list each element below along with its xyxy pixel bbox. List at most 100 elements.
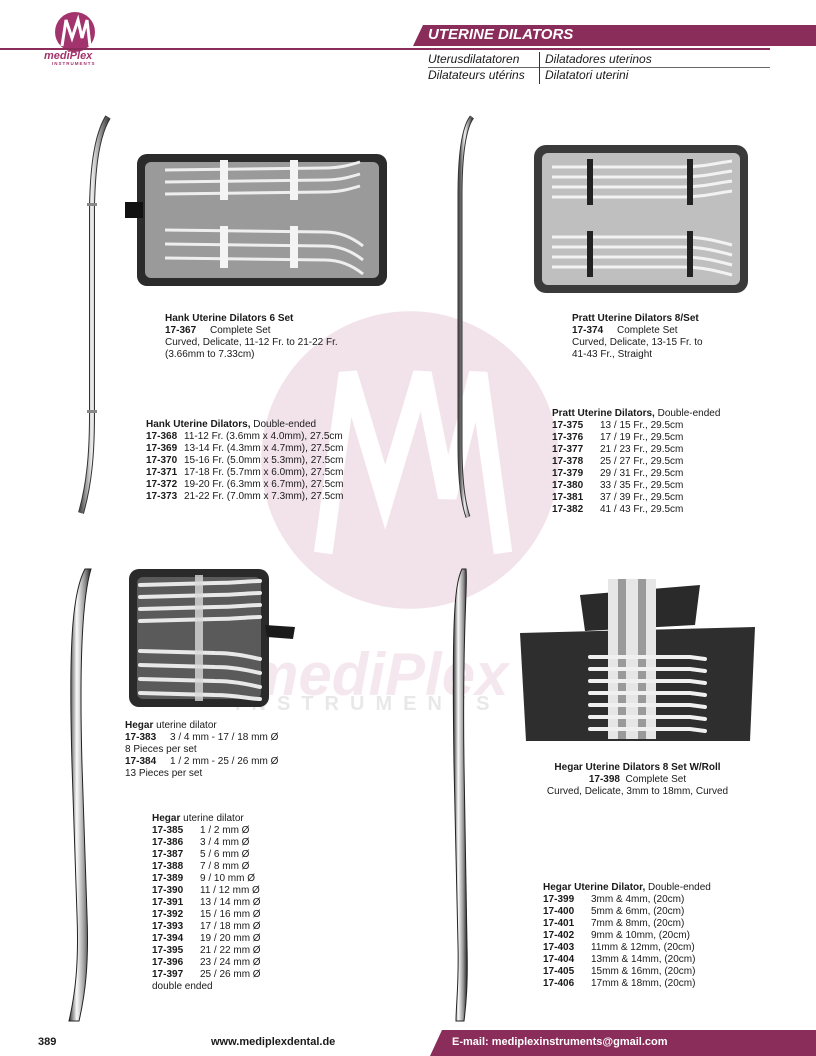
item-code: 17-396 (152, 957, 184, 968)
hegar-double-title-rest: Double-ended (645, 882, 711, 893)
item-code: 17-395 (152, 945, 184, 956)
item-code: 17-402 (543, 930, 575, 941)
item-desc: 13 / 14 mm Ø (200, 897, 261, 908)
item-code: 17-385 (152, 825, 184, 836)
item-code: 17-380 (552, 480, 584, 491)
hegar-roll-block: Hegar Uterine Dilators 8 Set W/Roll 17-3… (535, 762, 740, 798)
item-desc: 7mm & 8mm, (20cm) (591, 918, 685, 929)
item-desc: 9 / 10 mm Ø (200, 873, 256, 884)
translation-fr: Dilatateurs utérins (428, 68, 525, 82)
footer-band (430, 1030, 816, 1056)
list-item: 17-381 37 / 39 Fr., 29.5cm (552, 492, 720, 504)
pratt-set-title: Pratt Uterine Dilators 8/Set (572, 313, 699, 324)
item-desc: 37 / 39 Fr., 29.5cm (600, 492, 684, 503)
item-code: 17-382 (552, 504, 584, 515)
pratt-set-line2: 41-43 Fr., Straight (572, 349, 653, 360)
hank-set-line2: (3.66mm to 7.33cm) (165, 349, 255, 360)
list-item: 17-391 13 / 14 mm Ø (152, 897, 261, 909)
item-code: 17-389 (152, 873, 184, 884)
logo-sub: INSTRUMENTS (52, 61, 96, 66)
hegar-double-title: Hegar Uterine Dilator, (543, 882, 646, 893)
hegar-single-title-rest: uterine dilator (180, 813, 244, 824)
item-code: 17-399 (543, 894, 575, 905)
item-desc: 11mm & 12mm, (20cm) (591, 942, 695, 953)
translation-separator (539, 52, 540, 84)
pratt-set-line1: Curved, Delicate, 13-15 Fr. to (572, 337, 703, 348)
item-desc: 5 / 6 mm Ø (200, 849, 250, 860)
list-item: 17-372 19-20 Fr. (6.3mm x 6.7mm), 27.5cm (146, 479, 344, 491)
hegar-set-note2: 13 Pieces per set (125, 768, 203, 779)
hegar-double-dilator-image (452, 568, 468, 1022)
item-desc: 41 / 43 Fr., 29.5cm (600, 504, 684, 515)
list-item: 17-382 41 / 43 Fr., 29.5cm (552, 504, 720, 516)
hank-set-pouch-image (125, 154, 387, 286)
item-code: 17-390 (152, 885, 184, 896)
pratt-dilator-image (457, 115, 475, 518)
item-code: 17-372 (146, 479, 178, 490)
hegar-roll-code-label: Complete Set (625, 774, 687, 785)
pratt-set-pouch-image (534, 145, 748, 293)
hegar-set-code2: 17-384 (125, 756, 157, 767)
item-code: 17-371 (146, 467, 178, 478)
item-code: 17-391 (152, 897, 184, 908)
footer-website-link[interactable]: www.mediplexdental.de (211, 1036, 336, 1048)
item-code: 17-381 (552, 492, 584, 503)
item-code: 17-401 (543, 918, 575, 929)
list-item: 17-401 7mm & 8mm, (20cm) (543, 918, 711, 930)
watermark-sub: INSTRUMENTS (235, 693, 501, 715)
item-desc: 21 / 23 Fr., 29.5cm (600, 444, 684, 455)
item-code: 17-393 (152, 921, 184, 932)
list-item: 17-395 21 / 22 mm Ø (152, 945, 261, 957)
translation-de: Uterusdilatatoren (428, 52, 520, 66)
translation-rule (428, 67, 770, 68)
pratt-single-title: Pratt Uterine Dilators, (552, 408, 655, 419)
item-desc: 21 / 22 mm Ø (200, 945, 261, 956)
hank-set-code-row: 17-367 Complete Set (165, 325, 338, 337)
item-desc: 21-22 Fr. (7.0mm x 7.3mm), 27.5cm (184, 491, 344, 502)
item-desc: 3 / 4 mm Ø (200, 837, 250, 848)
item-desc: 25 / 27 Fr., 29.5cm (600, 456, 684, 467)
item-desc: 3mm & 4mm, (20cm) (591, 894, 685, 905)
hegar-set-title: Hegar (125, 720, 154, 731)
hank-set-code-label: Complete Set (210, 325, 271, 336)
item-code: 17-379 (552, 468, 584, 479)
hegar-dilator-image (68, 568, 92, 1022)
hank-set-title: Hank Uterine Dilators 6 Set (165, 313, 294, 324)
pratt-set-block: Pratt Uterine Dilators 8/Set 17-374 Comp… (572, 313, 703, 361)
item-desc: 15-16 Fr. (5.0mm x 5.3mm), 27.5cm (184, 455, 344, 466)
pratt-set-code-row: 17-374 Complete Set (572, 325, 703, 337)
item-code: 17-397 (152, 969, 184, 980)
item-desc: 23 / 24 mm Ø (200, 957, 261, 968)
footer-email-link[interactable]: E-mail: mediplexinstruments@gmail.com (452, 1036, 668, 1048)
item-code: 17-378 (552, 456, 584, 467)
item-desc: 13mm & 14mm, (20cm) (591, 954, 696, 965)
hank-single-block: Hank Uterine Dilators, Double-ended 17-3… (146, 419, 344, 503)
hegar-roll-title: Hegar Uterine Dilators 8 Set W/Roll (554, 762, 721, 773)
item-code: 17-375 (552, 420, 584, 431)
item-code: 17-386 (152, 837, 184, 848)
item-desc: 29 / 31 Fr., 29.5cm (600, 468, 684, 479)
hegar-set-title-rest: uterine dilator (153, 720, 217, 731)
item-desc: 17 / 18 mm Ø (200, 921, 261, 932)
item-code: 17-387 (152, 849, 184, 860)
hank-set-block: Hank Uterine Dilators 6 Set 17-367 Compl… (165, 313, 338, 361)
item-desc: 19-20 Fr. (6.3mm x 6.7mm), 27.5cm (184, 479, 344, 490)
brand-logo-icon (55, 12, 95, 52)
translation-it: Dilatatori uterini (545, 68, 629, 82)
